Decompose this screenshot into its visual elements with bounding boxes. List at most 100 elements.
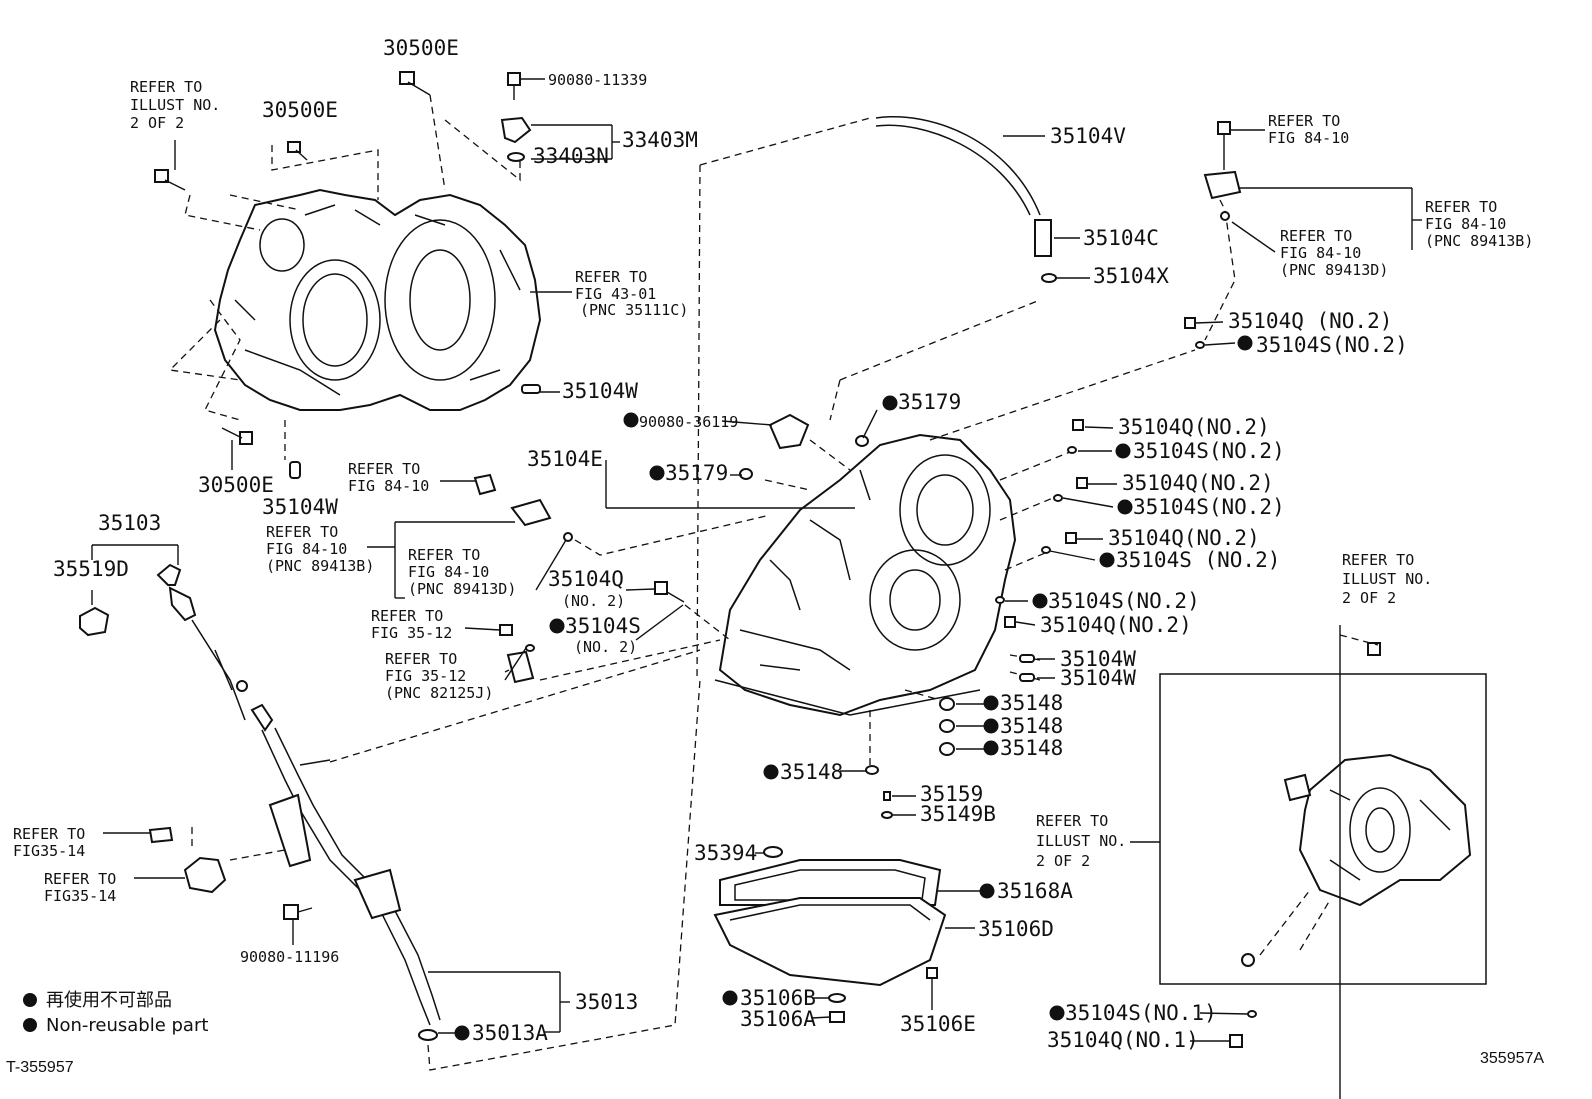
non-reusable-dot bbox=[979, 883, 995, 899]
callout-label: 90080-11339 bbox=[548, 71, 647, 89]
bolt-30500e-mid bbox=[287, 141, 308, 161]
callout-label: FIG 84-10 bbox=[266, 540, 347, 558]
callout-label: 35104W bbox=[562, 379, 638, 403]
callout-label: FIG 43-01 bbox=[575, 285, 656, 303]
callout-label: 35104X bbox=[1093, 264, 1169, 288]
callout-label: REFER TO bbox=[1280, 227, 1352, 245]
callout-label: 35104W bbox=[1060, 647, 1136, 671]
callout-label: 35013A bbox=[472, 1021, 548, 1045]
non-reusable-dot bbox=[1237, 335, 1253, 351]
non-reusable-dot bbox=[1115, 443, 1131, 459]
callout-label: (PNC 89413D) bbox=[408, 580, 516, 598]
non-reusable-dot bbox=[1099, 552, 1115, 568]
callout-label: 35179 bbox=[665, 461, 728, 485]
callout-label: ILLUST NO. bbox=[1342, 570, 1432, 588]
callout-label: 35104V bbox=[1050, 124, 1126, 148]
bracket-fig35-14 bbox=[148, 826, 227, 894]
callout-label: 35104Q bbox=[548, 567, 624, 591]
callout-label: 35104S(NO.2) bbox=[1133, 495, 1285, 519]
callout-label: 35394 bbox=[694, 841, 757, 865]
sheet-id-right: 355957A bbox=[1480, 1050, 1544, 1067]
callout-label: 2 OF 2 bbox=[1036, 852, 1090, 870]
tube-35013 bbox=[250, 703, 441, 1041]
callout-label: 35519D bbox=[53, 557, 129, 581]
callout-label: FIG35-14 bbox=[13, 842, 85, 860]
callout-label: 35104Q(NO.2) bbox=[1122, 471, 1274, 495]
callout-label: FIG 84-10 bbox=[1280, 244, 1361, 262]
dipstick-35103 bbox=[156, 563, 246, 721]
bolt-30500e-bottom bbox=[221, 427, 253, 445]
housing-dashed-leaders bbox=[168, 94, 521, 460]
callout-label: 33403N bbox=[533, 144, 609, 168]
callout-label: 35104S (NO.2) bbox=[1116, 548, 1280, 572]
non-reusable-dot bbox=[763, 764, 779, 780]
non-reusable-dot bbox=[623, 412, 639, 428]
plug-35104w-lower bbox=[289, 461, 301, 479]
bolt-30500e-left bbox=[154, 169, 186, 191]
callout-label: FIG 84-10 bbox=[408, 563, 489, 581]
callout-label: REFER TO bbox=[1342, 551, 1414, 569]
callout-label: REFER TO bbox=[348, 460, 420, 478]
callout-label: REFER TO bbox=[130, 78, 202, 96]
drain-plug-35106 bbox=[828, 967, 938, 1023]
bolt-30500e-top bbox=[399, 71, 431, 96]
nuts-35148 bbox=[865, 697, 955, 819]
callout-label: 35104C bbox=[1083, 226, 1159, 250]
callout-label: 35104S(NO.1) bbox=[1065, 1001, 1217, 1025]
non-reusable-markers bbox=[454, 335, 1253, 1041]
callout-label: 33403M bbox=[622, 128, 698, 152]
non-reusable-dot bbox=[983, 695, 999, 711]
callout-label: REFER TO bbox=[408, 546, 480, 564]
dipstick-dashed-leaders bbox=[191, 649, 701, 861]
plug-35179-upper bbox=[855, 435, 869, 447]
sensor-fig84-10-right bbox=[1203, 121, 1242, 221]
callout-label: (PNC 82125J) bbox=[385, 684, 493, 702]
callout-label: FIG 84-10 bbox=[1425, 215, 1506, 233]
callout-label: 35149B bbox=[920, 802, 996, 826]
callout-label: 30500E bbox=[383, 36, 459, 60]
legend-dot-en bbox=[23, 1018, 37, 1032]
bolt-90080-11196 bbox=[283, 904, 313, 920]
bolt-90080-11339 bbox=[507, 72, 521, 100]
callout-label: 35148 bbox=[780, 760, 843, 784]
callout-label: REFER TO bbox=[575, 268, 647, 286]
callout-label: REFER TO bbox=[1268, 112, 1340, 130]
callout-label: 35104Q(NO.1) bbox=[1047, 1028, 1199, 1052]
callout-label: 30500E bbox=[262, 98, 338, 122]
case-bolts-right bbox=[995, 317, 1205, 682]
oil-pan-35106d bbox=[713, 859, 947, 987]
bracket-plate bbox=[268, 793, 402, 920]
callout-label: 35104Q(NO.2) bbox=[1108, 526, 1260, 550]
callout-label: REFER TO bbox=[44, 870, 116, 888]
non-reusable-dot bbox=[1117, 499, 1133, 515]
callout-label: REFER TO bbox=[13, 825, 85, 843]
non-reusable-dot bbox=[454, 1025, 470, 1041]
transaxle-housing bbox=[213, 188, 542, 411]
callout-label: (PNC 35111C) bbox=[580, 301, 688, 319]
callout-label: REFER TO bbox=[371, 607, 443, 625]
case-dashed-leaders bbox=[427, 117, 1236, 1071]
callout-label: REFER TO bbox=[1036, 812, 1108, 830]
callout-label: 35104S bbox=[565, 614, 641, 638]
callout-label: 35013 bbox=[575, 990, 638, 1014]
plug-35179-lower bbox=[739, 468, 753, 480]
callout-label: 35148 bbox=[1000, 714, 1063, 738]
callout-label: REFER TO bbox=[266, 523, 338, 541]
callout-label: 35106B bbox=[740, 986, 816, 1010]
callout-label: 35104Q(NO.2) bbox=[1040, 613, 1192, 637]
sensor-fig84-10 bbox=[473, 473, 573, 542]
legend: 再使用不可部品 Non-reusable part bbox=[23, 990, 208, 1036]
callout-label: 35106A bbox=[740, 1007, 816, 1031]
callout-label: 35104W bbox=[262, 495, 338, 519]
callout-label: FIG 84-10 bbox=[348, 477, 429, 495]
callout-label: (PNC 89413D) bbox=[1280, 261, 1388, 279]
callout-label: FIG 84-10 bbox=[1268, 129, 1349, 147]
inset-box bbox=[1159, 673, 1487, 985]
sheet-id-left: T-355957 bbox=[6, 1059, 74, 1076]
callout-label: 35103 bbox=[98, 511, 161, 535]
non-reusable-dot bbox=[1032, 593, 1048, 609]
cap-35519d bbox=[79, 606, 110, 637]
callout-label: 35104S(NO.2) bbox=[1048, 589, 1200, 613]
